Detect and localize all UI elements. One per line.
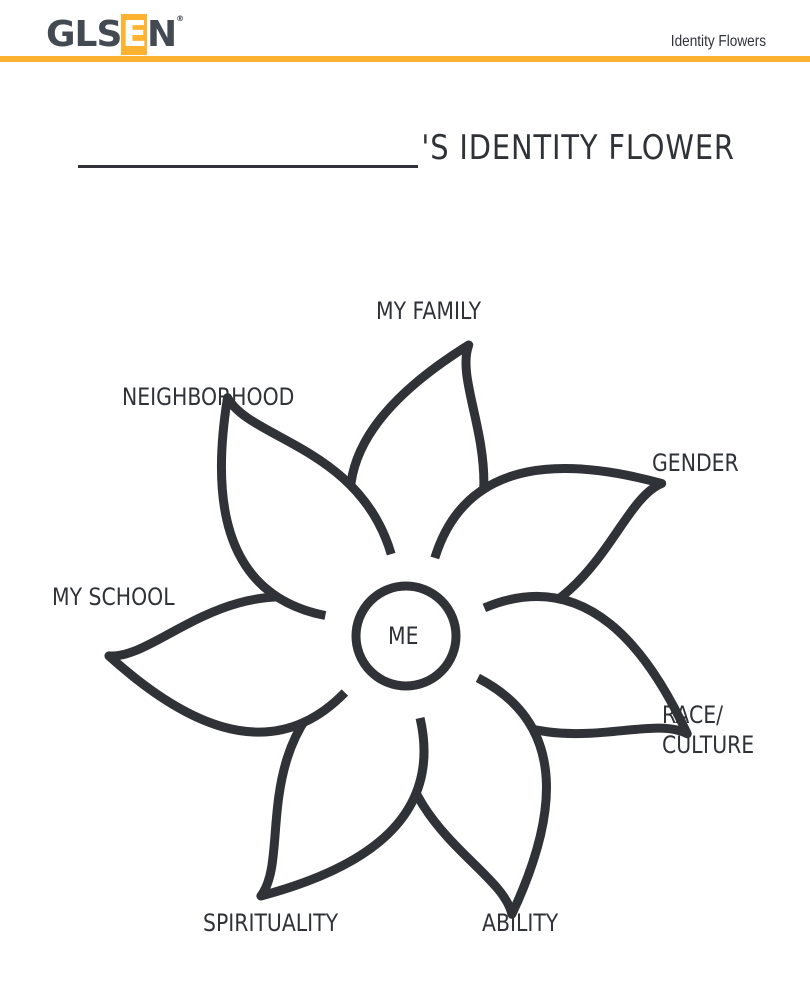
petal-label-gender: GENDER bbox=[652, 449, 739, 477]
petal-label-race-culture: RACE/ CULTURE bbox=[662, 701, 755, 759]
name-blank[interactable] bbox=[78, 135, 418, 168]
petal bbox=[430, 464, 667, 635]
center-label: ME bbox=[388, 622, 419, 650]
petal bbox=[216, 393, 396, 620]
header-rule bbox=[0, 56, 810, 62]
petal-label-spirituality: SPIRITUALITY bbox=[203, 909, 339, 937]
page-title: 'S IDENTITY FLOWER bbox=[78, 128, 735, 168]
petal bbox=[104, 592, 349, 737]
petal-label-neighborhood: NEIGHBORHOOD bbox=[122, 383, 295, 411]
petal bbox=[393, 673, 551, 919]
petal-label-my-school: MY SCHOOL bbox=[52, 583, 175, 611]
petal-label-ability: ABILITY bbox=[482, 909, 559, 937]
glsen-logo: GLSEN® bbox=[46, 14, 184, 55]
petal-label-my-family: MY FAMILY bbox=[376, 297, 482, 325]
page-title-text: 'S IDENTITY FLOWER bbox=[421, 128, 735, 168]
petal bbox=[461, 592, 692, 739]
petal bbox=[256, 679, 429, 901]
document-title: Identity Flowers bbox=[670, 33, 766, 50]
center-circle bbox=[351, 581, 461, 691]
